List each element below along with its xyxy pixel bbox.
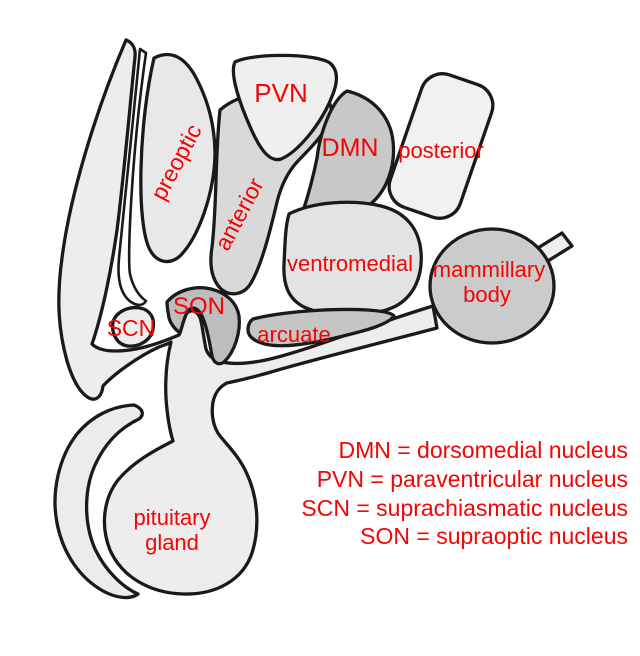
posterior-nucleus-shape [387,72,495,220]
preoptic-area-shape [139,52,217,264]
abbreviation-legend: DMN = dorsomedial nucleus PVN = paravent… [301,437,628,549]
legend-line-pvn: PVN = paraventricular nucleus [317,466,628,492]
pituitary-crescent-shape [53,403,144,600]
mammillary-body-label-line2: body [463,282,511,307]
posterior-label: posterior [398,138,484,163]
suprachiasmatic-nucleus-shape [110,305,156,348]
supraoptic-nucleus-shape [165,286,241,366]
legend-line-son: SON = supraoptic nucleus [360,523,628,549]
third-ventricle-channel [117,47,148,307]
arcuate-label: arcuate [257,322,330,347]
scn-label: SCN [107,315,156,341]
hypothalamus-tract-shape [57,38,439,596]
ventromedial-label: ventromedial [287,251,413,276]
ventromedial-nucleus-shape [282,200,423,317]
legend-line-dmn: DMN = dorsomedial nucleus [338,437,628,463]
arcuate-nucleus-shape [246,307,396,348]
mammillary-body-shape [428,227,556,345]
paraventricular-nucleus-shape [231,53,339,162]
son-label: SON [173,293,225,320]
legend-line-scn: SCN = suprachiasmatic nucleus [301,495,628,521]
pvn-label: PVN [254,78,307,108]
dmn-label: DMN [322,134,379,162]
mammillary-body-label-line1: mammillary [433,257,545,282]
pituitary-gland-label-line2: gland [145,530,199,555]
pituitary-gland-label-line1: pituitary [133,505,210,530]
